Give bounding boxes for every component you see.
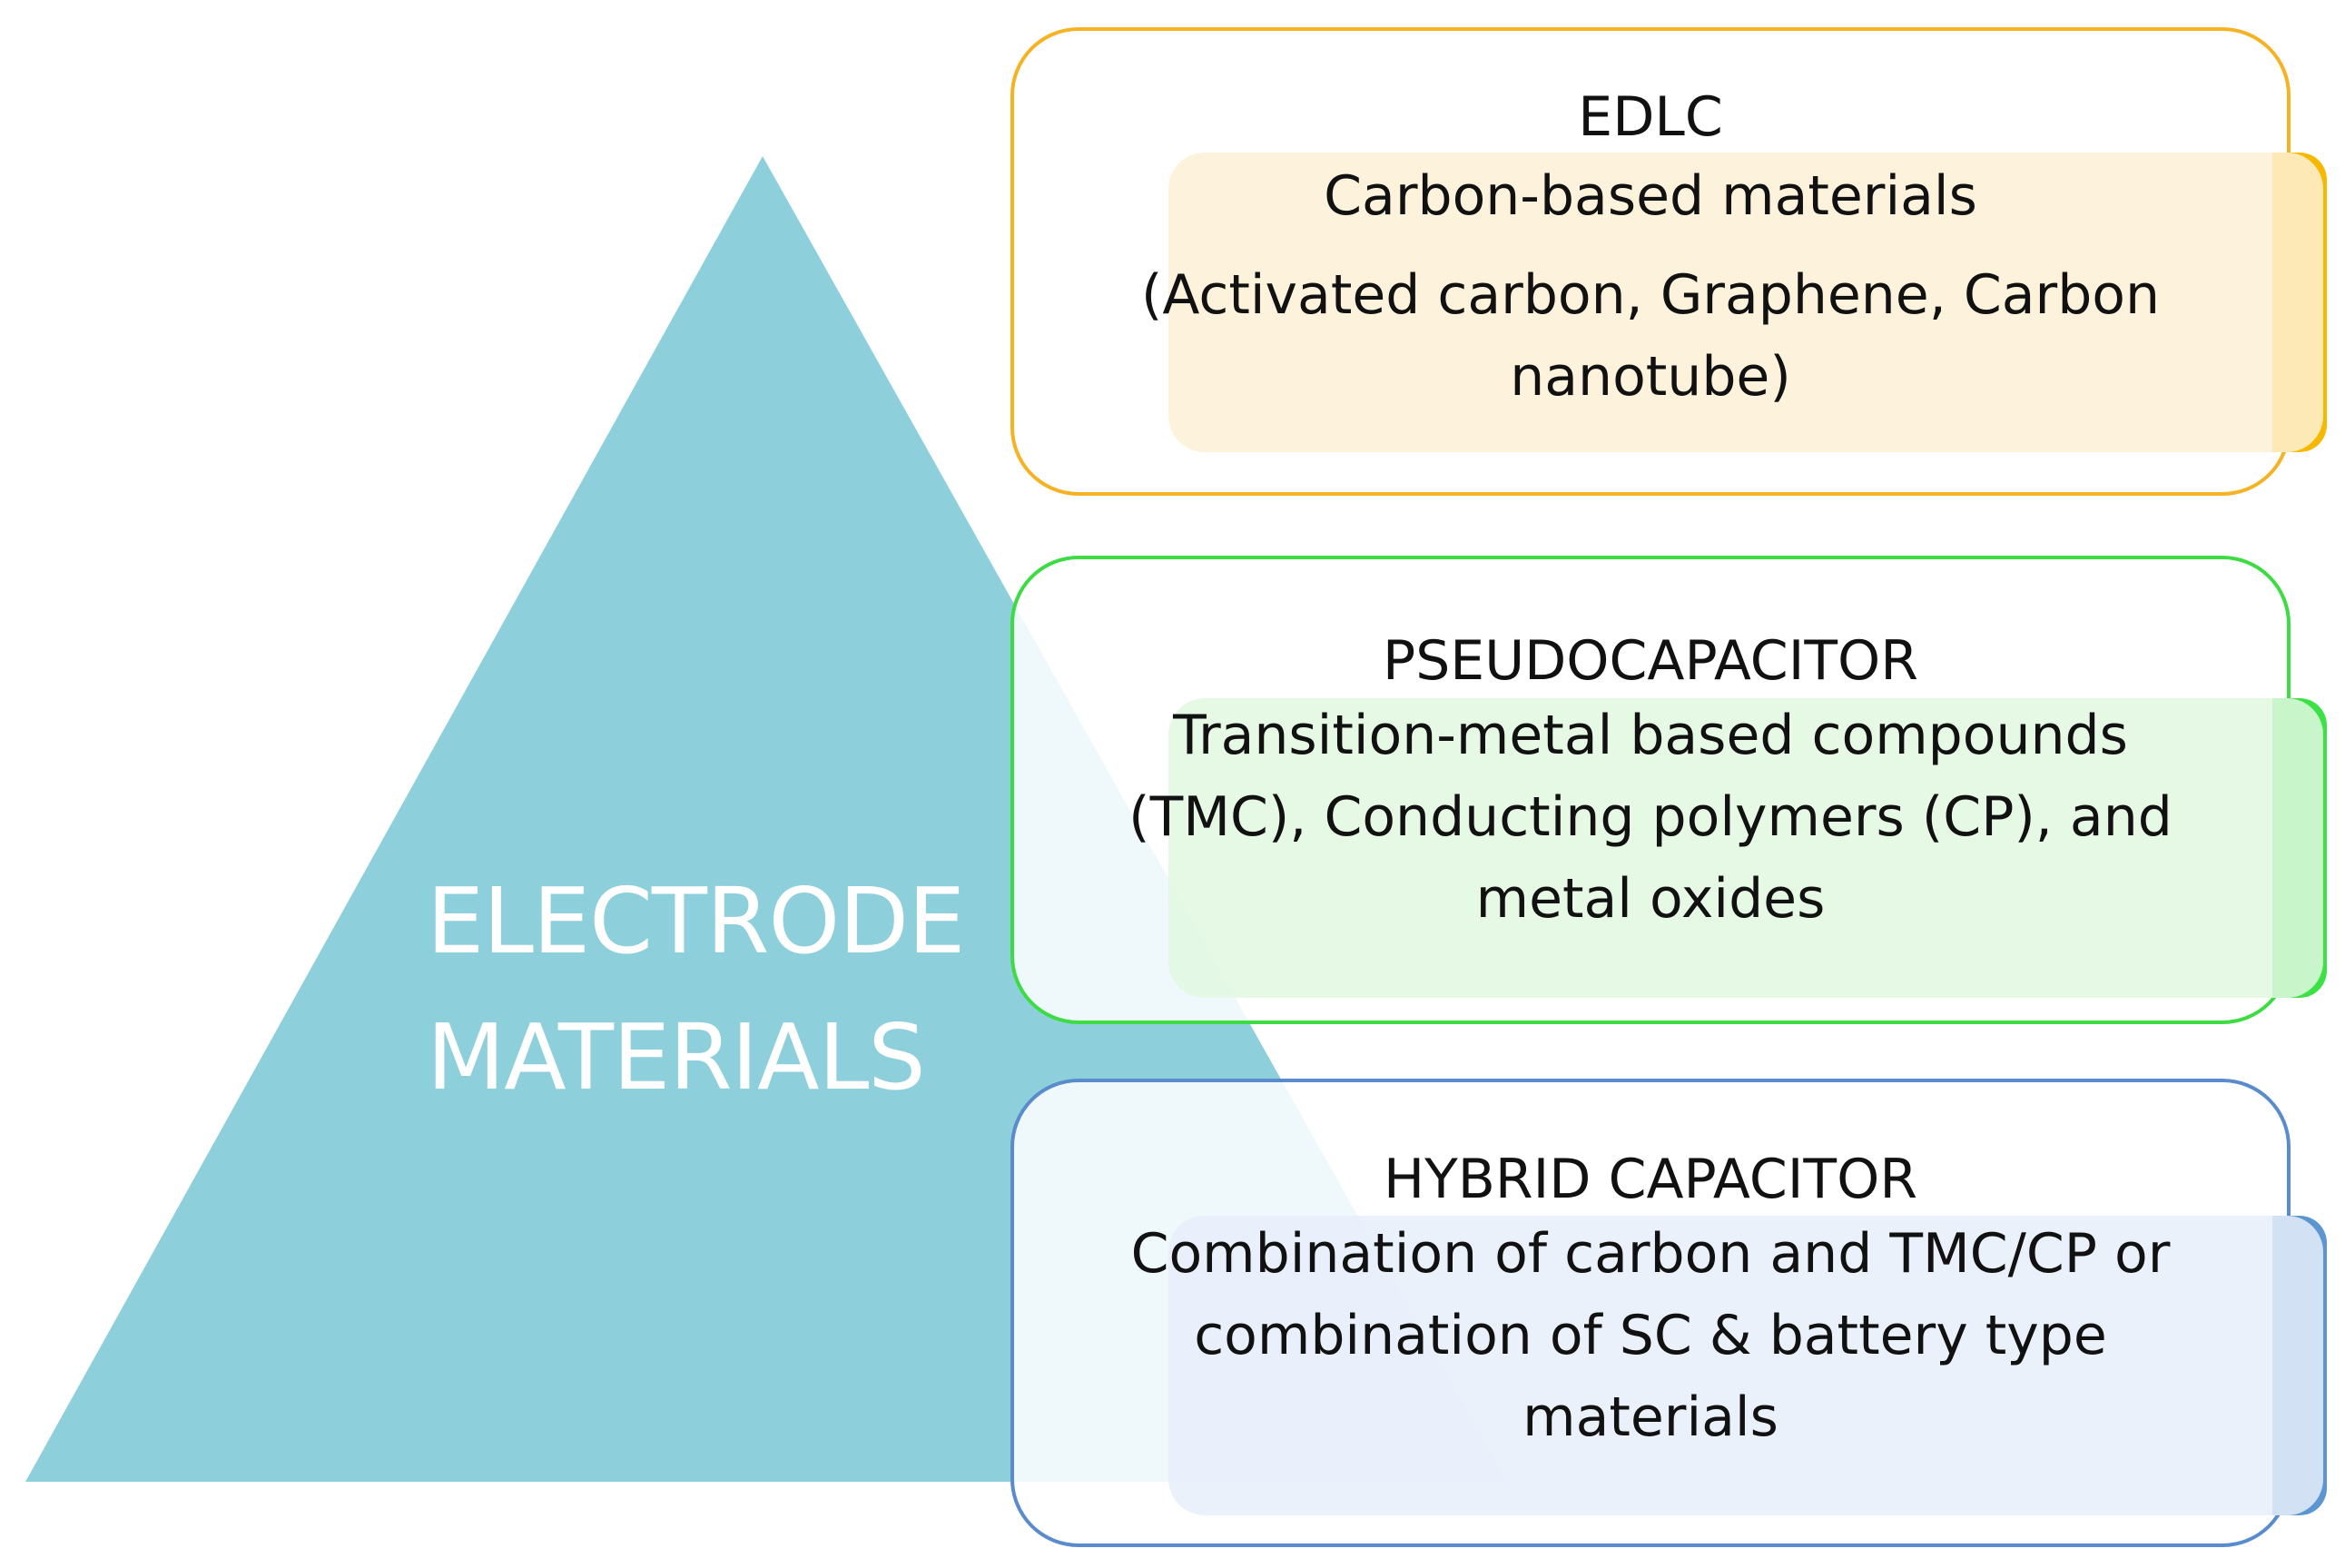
pseudocapacitor-line-2: (TMC), Conducting polymers (CP), and <box>1128 785 2173 849</box>
pyramid-label-line-1: ELECTRODE <box>427 868 965 974</box>
pseudocapacitor-title: PSEUDOCAPACITOR <box>1383 629 1918 693</box>
hybrid-capacitor-title: HYBRID CAPACITOR <box>1383 1148 1918 1211</box>
edlc-line-3: nanotube) <box>1510 345 1791 409</box>
hybrid-capacitor-line-2: combination of SC & battery type <box>1194 1304 2107 1367</box>
pseudocapacitor-card-content: PSEUDOCAPACITOR Transition-metal based c… <box>1014 559 2287 940</box>
hybrid-capacitor-card: HYBRID CAPACITOR Combination of carbon a… <box>1010 1079 2327 1547</box>
pyramid-label: ELECTRODE MATERIALS <box>427 853 1008 1126</box>
pseudocapacitor-card-backdrop <box>1168 698 2323 998</box>
pyramid-label-line-2: MATERIALS <box>427 1004 926 1110</box>
edlc-card-content: EDLC Carbon-based materials (Activated c… <box>1014 31 2287 418</box>
pseudocapacitor-card: PSEUDOCAPACITOR Transition-metal based c… <box>1010 556 2327 1024</box>
edlc-line-1: Carbon-based materials <box>1324 164 1977 228</box>
pseudocapacitor-line-3: metal oxides <box>1475 867 1826 931</box>
edlc-line-2: (Activated carbon, Graphene, Carbon <box>1140 263 2161 327</box>
edlc-title: EDLC <box>1578 85 1723 149</box>
hybrid-capacitor-card-backdrop <box>1168 1216 2323 1515</box>
hybrid-capacitor-line-1: Combination of carbon and TMC/CP or <box>1130 1222 2171 1286</box>
pseudocapacitor-line-1: Transition-metal based compounds <box>1173 704 2128 767</box>
hybrid-capacitor-card-content: HYBRID CAPACITOR Combination of carbon a… <box>1014 1082 2287 1458</box>
edlc-card-backdrop <box>1168 153 2323 452</box>
edlc-card: EDLC Carbon-based materials (Activated c… <box>1010 27 2327 496</box>
hybrid-capacitor-line-3: materials <box>1522 1386 1778 1449</box>
